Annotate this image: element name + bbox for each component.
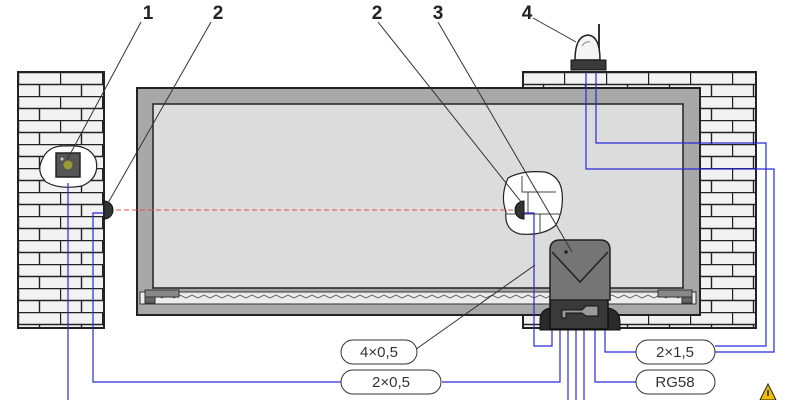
gate [136, 87, 701, 316]
gate-motor-icon [539, 239, 621, 331]
callout-numbers: 1 2 2 3 4 [143, 3, 533, 24]
warning-sign-icon [759, 382, 777, 400]
gate-rack [139, 289, 697, 305]
left-wall [17, 71, 105, 329]
cable-label-4x05: 4×0,5 [340, 339, 418, 365]
photocell-icon [103, 200, 114, 220]
leader-lines [66, 17, 577, 353]
cable-label-rg58: RG58 [635, 369, 716, 395]
svg-text:RG58: RG58 [655, 374, 694, 391]
flashing-lamp-icon [570, 24, 607, 71]
callout-lamp: 4 [522, 3, 533, 24]
callout-motor: 3 [433, 3, 444, 24]
cable-label-2x15: 2×1,5 [635, 339, 716, 365]
svg-text:2×0,5: 2×0,5 [372, 374, 410, 391]
callout-keyswitch: 1 [143, 3, 154, 24]
callout-photocell-right: 2 [372, 3, 383, 24]
wall-cutout [502, 171, 563, 235]
svg-text:2×1,5: 2×1,5 [656, 344, 694, 361]
cable-label-2x05: 2×0,5 [340, 369, 442, 395]
keyswitch-icon [39, 145, 98, 188]
callout-photocell-left: 2 [213, 3, 224, 24]
svg-text:4×0,5: 4×0,5 [360, 344, 398, 361]
wiring [67, 72, 775, 400]
